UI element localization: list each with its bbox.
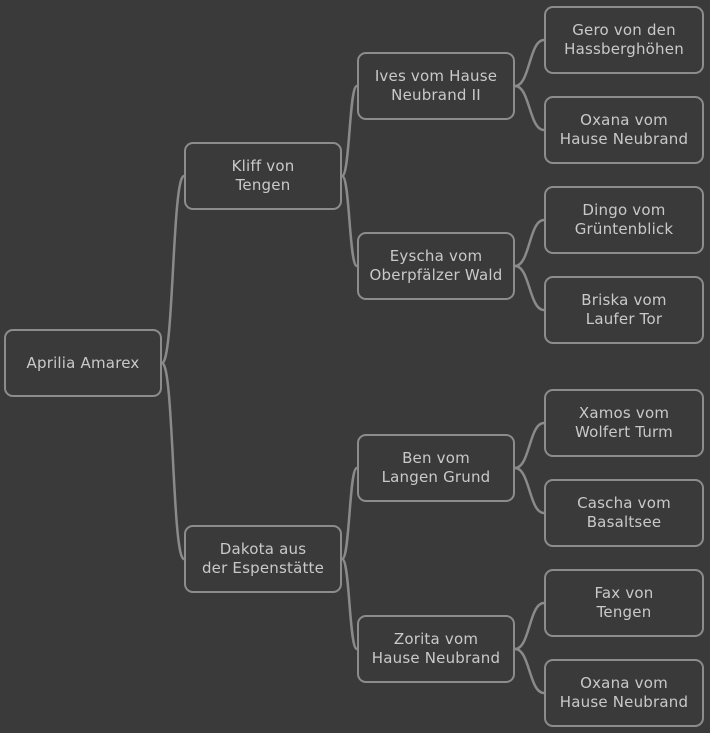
connector-g3-gg5: [514, 421, 545, 470]
connector-sire-sire-sire: [340, 84, 359, 178]
node-sire-dam-dam-label: Briska vom Laufer Tor: [581, 291, 667, 328]
node-dam-dam-dam-label: Oxana vom Hause Neubrand: [559, 674, 689, 711]
node-dam: Dakota aus der Espenstätte: [184, 525, 342, 593]
node-dam-sire-dam-label: Cascha vom Basaltsee: [577, 494, 671, 531]
node-sire-sire-label: Ives vom Hause Neubrand II: [374, 67, 498, 104]
connector-dam-dam-sire: [340, 466, 359, 561]
node-sire-sire: Ives vom Hause Neubrand II: [357, 52, 515, 120]
node-dam-sire-label: Ben vom Langen Grund: [381, 449, 491, 486]
node-dam-dam-dam: Oxana vom Hause Neubrand: [544, 659, 704, 727]
connector-g2-gg4: [514, 264, 545, 312]
node-sire-sire-sire-label: Gero von den Hassberghöhen: [564, 21, 684, 58]
node-sire-dam-dam: Briska vom Laufer Tor: [544, 276, 704, 344]
connector-g2-gg3: [514, 218, 545, 268]
node-sire-dam: Eyscha vom Oberpfälzer Wald: [357, 232, 515, 300]
node-sire: Kliff von Tengen: [184, 142, 342, 210]
connector-root-dam: [160, 361, 186, 561]
node-dam-dam: Zorita vom Hause Neubrand: [357, 615, 515, 683]
connector-g4-gg7: [514, 601, 545, 651]
connector-g1-gg2: [514, 84, 545, 132]
connector-sire-sire-dam: [340, 174, 359, 268]
node-dam-dam-sire: Fax von Tengen: [544, 569, 704, 637]
node-subject: Aprilia Amarex: [4, 329, 162, 397]
connector-dam-dam-dam: [340, 557, 359, 651]
node-dam-sire-dam: Cascha vom Basaltsee: [544, 479, 704, 547]
connector-g1-gg1: [514, 38, 545, 88]
node-sire-dam-sire: Dingo vom Grüntenblick: [544, 186, 704, 254]
connector-g4-gg8: [514, 647, 545, 695]
node-dam-sire-sire: Xamos vom Wolfert Turm: [544, 389, 704, 457]
connector-g3-gg6: [514, 466, 545, 515]
node-sire-label: Kliff von Tengen: [231, 157, 295, 194]
node-sire-dam-label: Eyscha vom Oberpfälzer Wald: [369, 247, 503, 284]
node-subject-label: Aprilia Amarex: [26, 353, 140, 372]
node-sire-sire-sire: Gero von den Hassberghöhen: [544, 6, 704, 74]
node-dam-dam-label: Zorita vom Hause Neubrand: [371, 630, 501, 667]
node-sire-sire-dam-label: Oxana vom Hause Neubrand: [559, 111, 689, 148]
connector-root-sire: [160, 174, 186, 365]
node-dam-sire: Ben vom Langen Grund: [357, 434, 515, 502]
node-dam-sire-sire-label: Xamos vom Wolfert Turm: [575, 404, 673, 441]
node-dam-dam-sire-label: Fax von Tengen: [594, 584, 654, 621]
node-sire-dam-sire-label: Dingo vom Grüntenblick: [574, 201, 674, 238]
node-sire-sire-dam: Oxana vom Hause Neubrand: [544, 96, 704, 164]
node-dam-label: Dakota aus der Espenstätte: [201, 540, 325, 577]
